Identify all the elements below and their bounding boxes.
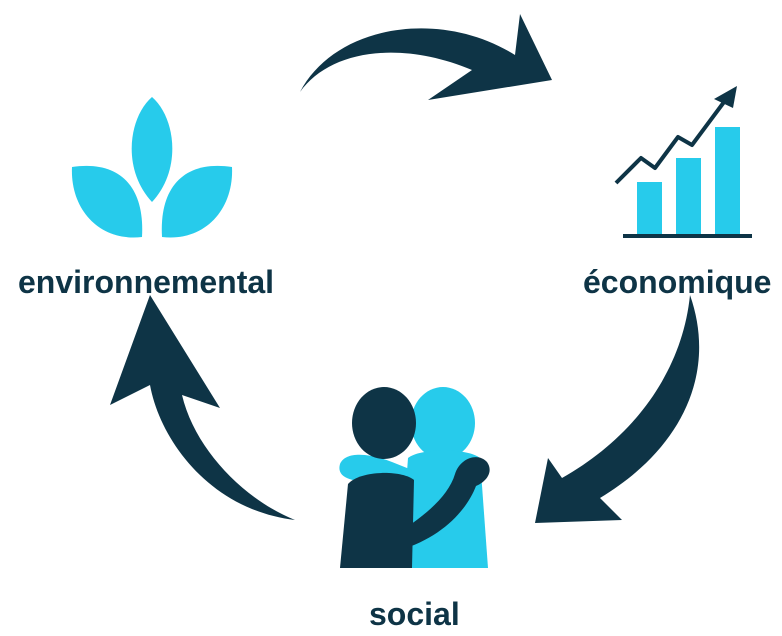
node-label-environnemental: environnemental (18, 264, 275, 300)
node-label-economique: économique (583, 264, 772, 300)
growth-bar-3 (715, 127, 740, 234)
arrow-env-to-eco (300, 14, 552, 100)
leaf-sprout-icon (71, 97, 233, 238)
trend-arrowhead (714, 86, 737, 108)
growth-bar-chart-icon (614, 86, 752, 238)
growth-bar-1 (637, 182, 662, 234)
trend-line (614, 96, 729, 185)
growth-bar-2 (676, 158, 701, 234)
node-label-social: social (369, 596, 460, 632)
people-hugging-icon (339, 387, 490, 568)
arrow-soc-to-env (110, 295, 295, 520)
arrow-eco-to-soc (535, 295, 700, 523)
